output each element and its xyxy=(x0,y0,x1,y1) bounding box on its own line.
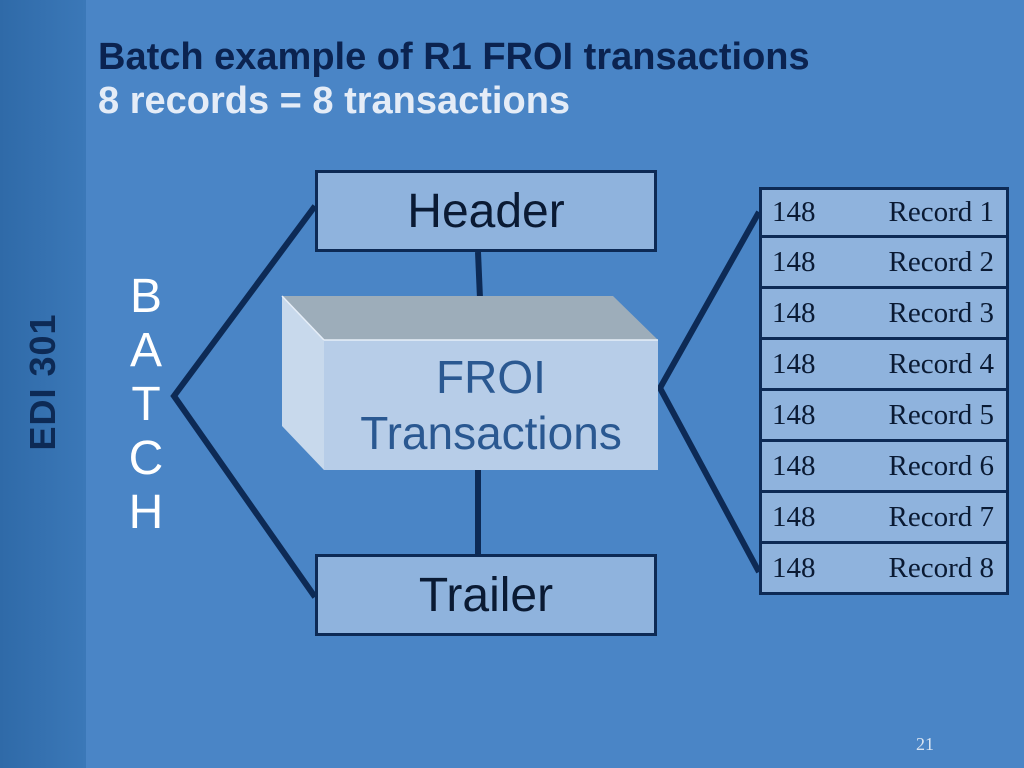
record-row: 148 Record 4 xyxy=(759,340,1009,391)
froi-label-line2: Transactions xyxy=(360,407,622,459)
batch-letter: H xyxy=(128,486,164,539)
froi-label-line1: FROI xyxy=(436,351,546,403)
record-name: Record 6 xyxy=(888,449,995,482)
froi-box-top xyxy=(282,296,658,340)
slide-title: Batch example of R1 FROI transactions xyxy=(98,36,810,78)
trailer-label: Trailer xyxy=(418,568,554,622)
record-code: 148 xyxy=(772,551,816,584)
record-name: Record 8 xyxy=(888,551,995,584)
batch-letter: C xyxy=(128,432,164,485)
records-list: 148 Record 1 148 Record 2 148 Record 3 1… xyxy=(759,187,1009,595)
record-row: 148 Record 2 xyxy=(759,238,1009,289)
right-bracket-line xyxy=(656,210,762,574)
record-row: 148 Record 7 xyxy=(759,493,1009,544)
record-row: 148 Record 6 xyxy=(759,442,1009,493)
record-code: 148 xyxy=(772,296,816,329)
left-bracket-line xyxy=(170,204,318,599)
sidebar-band: EDI 301 xyxy=(0,0,86,768)
record-name: Record 7 xyxy=(888,500,995,533)
header-box: Header xyxy=(315,170,657,252)
record-code: 148 xyxy=(772,245,816,278)
page-number: 21 xyxy=(916,734,934,754)
record-code: 148 xyxy=(772,196,816,228)
record-code: 148 xyxy=(772,500,816,533)
record-code: 148 xyxy=(772,449,816,482)
record-name: Record 5 xyxy=(888,398,995,431)
batch-letter: A xyxy=(129,324,162,377)
froi-transactions-box: FROI Transactions xyxy=(324,340,658,470)
batch-label: B A T C H xyxy=(124,270,168,540)
record-row: 148 Record 8 xyxy=(759,544,1009,595)
header-label: Header xyxy=(407,184,565,238)
slide-subtitle: 8 records = 8 transactions xyxy=(98,80,571,122)
record-code: 148 xyxy=(772,347,816,380)
batch-letter: B xyxy=(129,270,162,323)
record-name: Record 1 xyxy=(888,196,995,228)
trailer-box: Trailer xyxy=(315,554,657,636)
froi-box-front xyxy=(324,340,658,470)
record-row: 148 Record 1 xyxy=(759,187,1009,238)
record-name: Record 2 xyxy=(888,245,995,278)
batch-letter: T xyxy=(131,378,161,431)
record-name: Record 3 xyxy=(888,296,995,329)
record-code: 148 xyxy=(772,398,816,431)
froi-box-edge xyxy=(281,295,325,341)
record-row: 148 Record 3 xyxy=(759,289,1009,340)
record-row: 148 Record 5 xyxy=(759,391,1009,442)
froi-box-side xyxy=(282,296,324,470)
record-name: Record 4 xyxy=(888,347,995,380)
